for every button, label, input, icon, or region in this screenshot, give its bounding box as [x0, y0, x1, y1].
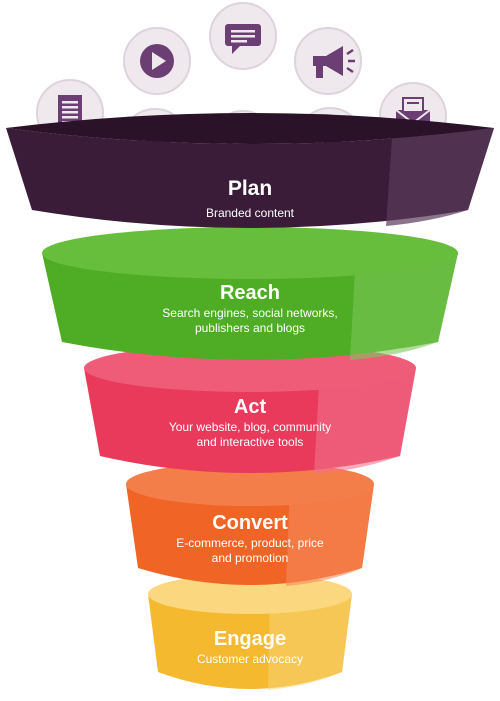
stage-description-line: Customer advocacy [197, 652, 303, 666]
stage-title: Act [234, 396, 267, 418]
stage-description-line: Your website, blog, community [169, 420, 331, 434]
megaphone-icon [294, 27, 362, 95]
stage-act: Act Your website, blog, community and in… [84, 344, 416, 474]
stage-title: Convert [212, 512, 288, 534]
stage-description-line: Branded content [206, 206, 295, 220]
stage-description-line: E-commerce, product, price [176, 536, 324, 550]
stage-title: Reach [220, 282, 280, 304]
stage-reach: Reach Search engines, social networks, p… [42, 227, 458, 360]
chat-message-icon [209, 2, 277, 70]
stage-description-line: publishers and blogs [195, 321, 305, 335]
stage-description-line: and interactive tools [197, 435, 304, 449]
video-play-icon [123, 27, 191, 95]
stage-engage: Engage Customer advocacy [148, 574, 352, 690]
stage-plan: Plan Branded content [6, 113, 494, 228]
stage-title: Engage [214, 628, 286, 650]
stage-title: Plan [228, 177, 272, 200]
stage-description-line: and promotion [212, 551, 289, 565]
stage-description-line: Search engines, social networks, [162, 306, 337, 320]
stage-convert: Convert E-commerce, product, price and p… [126, 462, 374, 586]
